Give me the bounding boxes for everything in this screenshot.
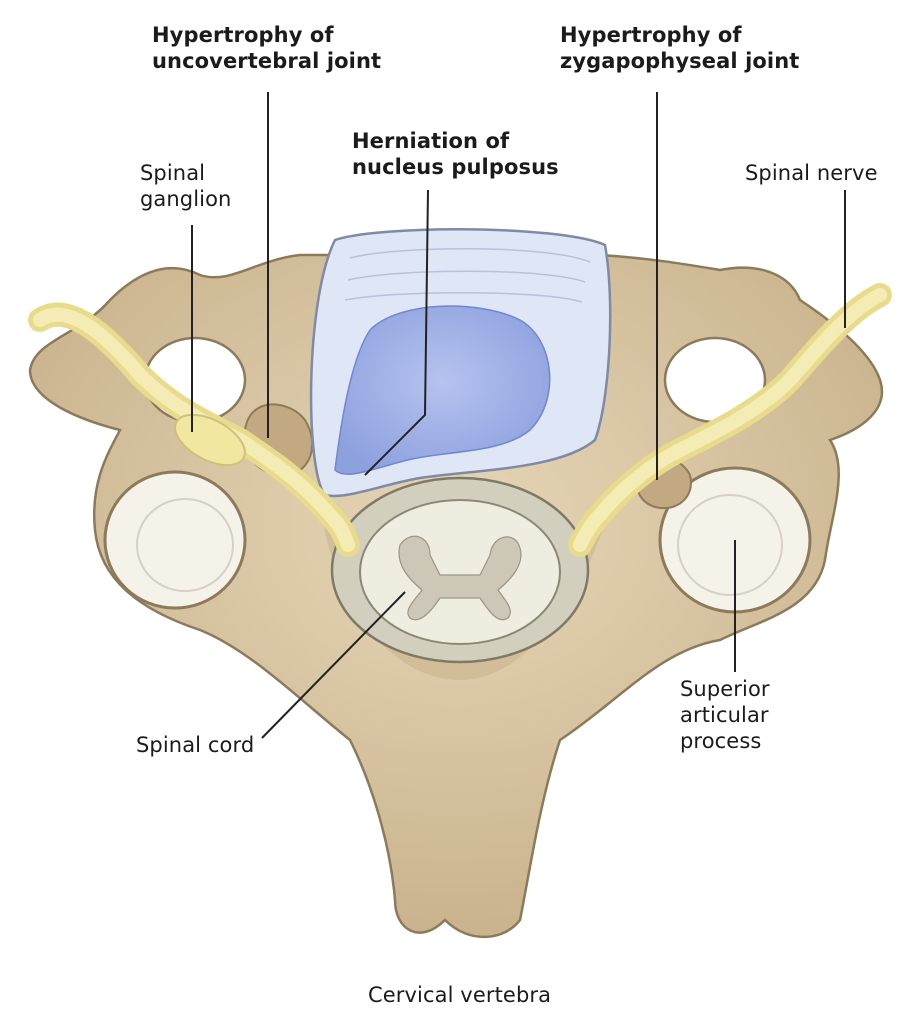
label-spinal-nerve-text: Spinal nerve <box>745 161 878 185</box>
left-articular-facet-inner <box>136 498 234 592</box>
left-articular-facet <box>103 470 247 610</box>
caption-text: Cervical vertebra <box>368 983 552 1007</box>
label-superior-articular-line3: process <box>680 729 762 753</box>
nucleus-pulposus <box>334 305 551 475</box>
label-spinal-ganglion-line2: ganglion <box>140 187 232 211</box>
label-zygapophyseal-line2: zygapophyseal joint <box>560 49 800 73</box>
label-spinal-nerve: Spinal nerve <box>745 160 878 186</box>
label-herniation: Herniation of nucleus pulposus <box>352 128 559 180</box>
leader-spinal-cord <box>261 591 406 739</box>
label-zygapophyseal: Hypertrophy of zygapophyseal joint <box>560 22 799 74</box>
label-spinal-ganglion-line1: Spinal <box>140 161 206 185</box>
label-herniation-line1: Herniation of <box>352 129 510 153</box>
caption: Cervical vertebra <box>368 982 551 1008</box>
label-spinal-cord-text: Spinal cord <box>136 733 255 757</box>
label-spinal-cord: Spinal cord <box>136 732 254 758</box>
label-superior-articular: Superior articular process <box>680 676 770 754</box>
label-uncovertebral: Hypertrophy of uncovertebral joint <box>152 22 381 74</box>
label-spinal-ganglion: Spinal ganglion <box>140 160 231 212</box>
right-spinal-nerve-core <box>573 288 887 552</box>
spinal-cord <box>359 499 561 645</box>
label-zygapophyseal-line1: Hypertrophy of <box>560 23 742 47</box>
label-herniation-line2: nucleus pulposus <box>352 155 559 179</box>
annulus-rings <box>344 247 591 303</box>
leader-herniation <box>364 189 429 476</box>
label-superior-articular-line2: articular <box>680 703 769 727</box>
label-superior-articular-line1: Superior <box>680 677 770 701</box>
label-uncovertebral-line2: uncovertebral joint <box>152 49 382 73</box>
right-articular-facet-inner <box>677 494 783 596</box>
label-uncovertebral-line1: Hypertrophy of <box>152 23 334 47</box>
gray-matter <box>398 535 522 621</box>
